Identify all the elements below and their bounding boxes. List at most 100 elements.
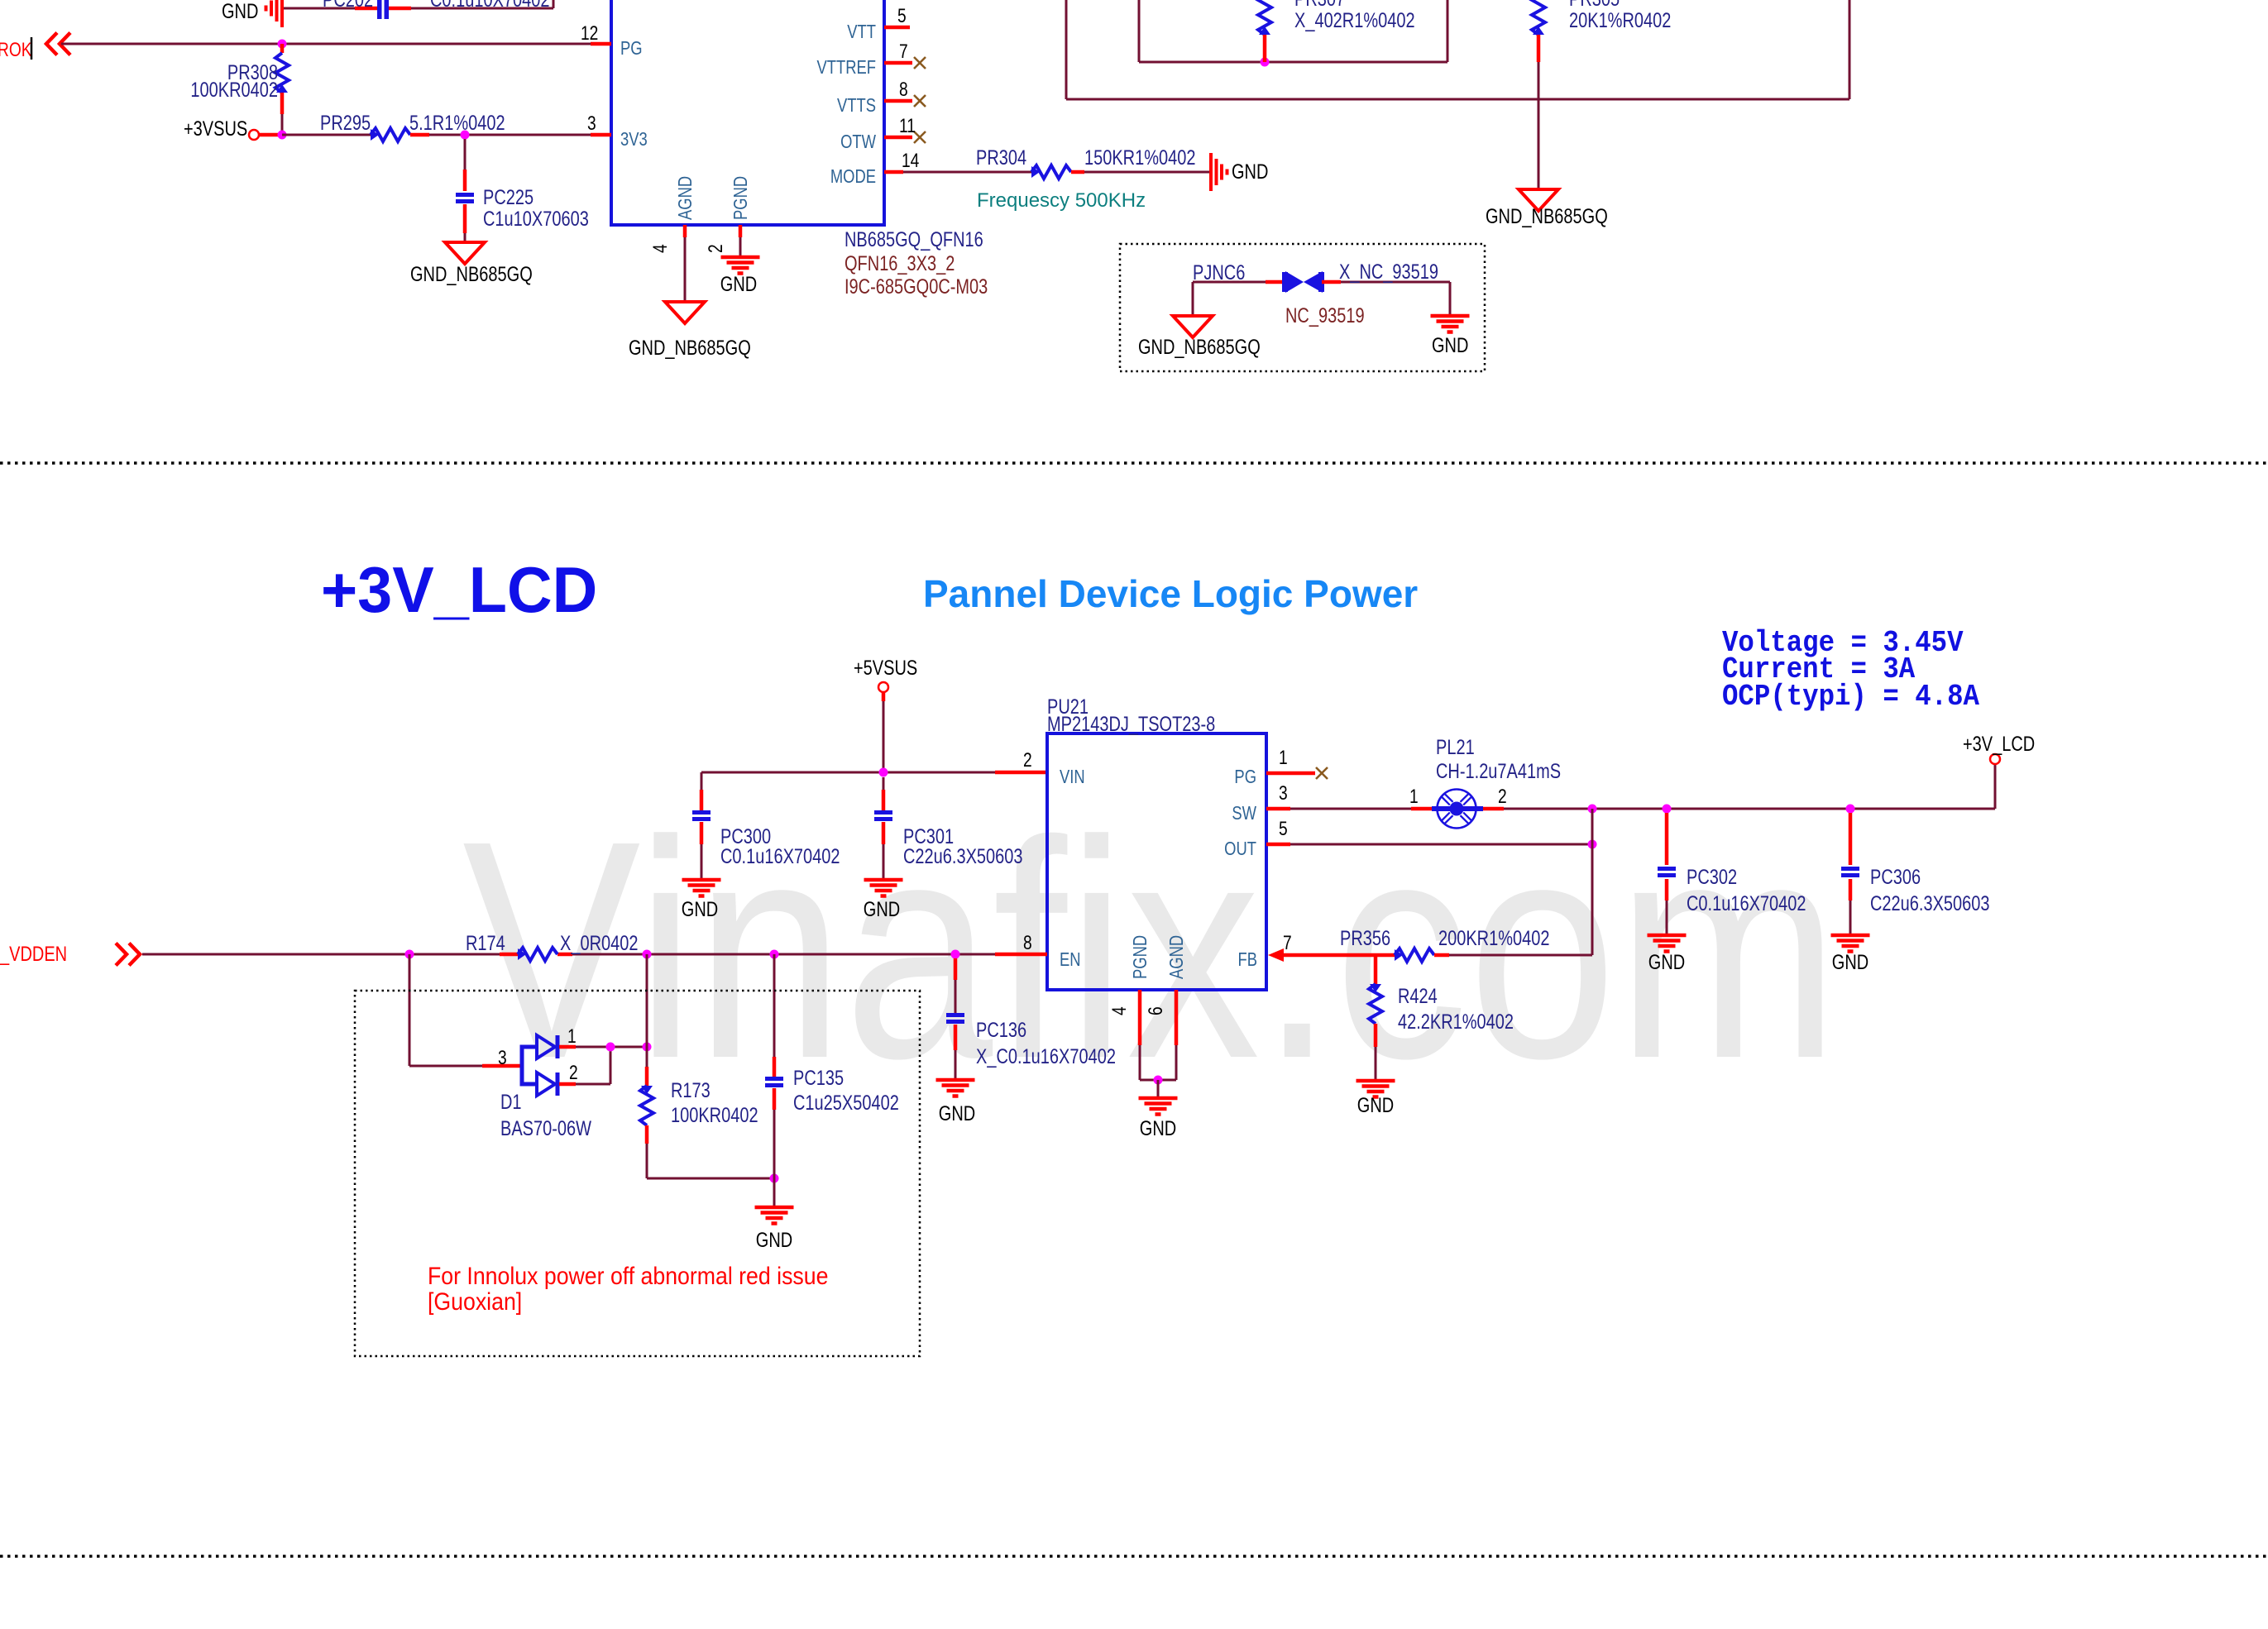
svg-text:C22u6.3X50603: C22u6.3X50603 [903, 845, 1022, 868]
svg-text:AGND: AGND [1166, 935, 1187, 979]
svg-text:FB: FB [1237, 949, 1257, 970]
svg-text:100KR0402: 100KR0402 [190, 79, 278, 102]
svg-text:C0.1u16X70402: C0.1u16X70402 [720, 845, 840, 868]
svg-text:QFN16_3X3_2: QFN16_3X3_2 [845, 252, 955, 275]
svg-text:GND: GND [756, 1229, 792, 1252]
svg-text:SW: SW [1232, 803, 1256, 824]
svg-text:8: 8 [1023, 931, 1032, 954]
svg-text:C0.1u10X70402: C0.1u10X70402 [430, 0, 549, 12]
svg-text:3: 3 [1279, 781, 1288, 805]
svg-text:+5VSUS: +5VSUS [854, 657, 917, 680]
svg-text:+3V_LCD: +3V_LCD [1963, 733, 2035, 756]
svg-text:BAS70-06W: BAS70-06W [500, 1117, 592, 1140]
svg-text:150KR1%0402: 150KR1%0402 [1084, 146, 1195, 170]
svg-text:_VDDEN: _VDDEN [0, 943, 67, 966]
svg-text:C1u25X50402: C1u25X50402 [793, 1092, 899, 1115]
svg-text:4: 4 [1108, 1006, 1131, 1015]
svg-text:EN: EN [1060, 949, 1081, 970]
svg-text:Pannel Device Logic Power: Pannel Device Logic Power [923, 572, 1418, 615]
svg-text:5.1R1%0402: 5.1R1%0402 [409, 112, 505, 135]
svg-text:GND: GND [682, 898, 718, 921]
svg-text:C22u6.3X50603: C22u6.3X50603 [1870, 892, 1989, 915]
svg-text:PC135: PC135 [793, 1067, 844, 1090]
svg-text:NB685GQ_QFN16: NB685GQ_QFN16 [845, 228, 983, 251]
svg-text:1: 1 [567, 1025, 577, 1048]
svg-text:X_C0.1u16X70402: X_C0.1u16X70402 [976, 1045, 1116, 1068]
svg-text:7: 7 [899, 40, 908, 63]
svg-text:C1u10X70603: C1u10X70603 [483, 208, 589, 231]
svg-text:20K1%R0402: 20K1%R0402 [1569, 9, 1671, 32]
svg-text:OCP(typi) = 4.8A: OCP(typi) = 4.8A [1722, 681, 1979, 714]
svg-text:8: 8 [899, 78, 908, 101]
svg-text:R174: R174 [466, 932, 505, 955]
svg-text:OUT: OUT [1224, 838, 1256, 859]
svg-text:5: 5 [897, 4, 907, 27]
svg-text:PGND: PGND [730, 176, 751, 220]
svg-text:NC_93519: NC_93519 [1285, 304, 1365, 327]
svg-text:GND_NB685GQ: GND_NB685GQ [410, 263, 533, 286]
svg-text:X_402R1%0402: X_402R1%0402 [1294, 9, 1415, 32]
svg-text:5: 5 [1279, 817, 1288, 840]
svg-text:OTW: OTW [840, 131, 876, 152]
svg-text:PC202: PC202 [323, 0, 373, 12]
svg-text:GND: GND [1832, 951, 1868, 974]
svg-text:PR308: PR308 [227, 61, 278, 84]
svg-text:PGND: PGND [1130, 935, 1151, 979]
svg-text:X_NC_93519: X_NC_93519 [1339, 260, 1438, 284]
svg-text:PC225: PC225 [483, 186, 534, 209]
svg-text:PG: PG [1234, 767, 1256, 787]
svg-text:GND: GND [720, 273, 757, 296]
svg-text:4: 4 [648, 244, 672, 253]
svg-text:Current = 3A: Current = 3A [1722, 653, 1916, 687]
svg-text:Voltage = 3.45V: Voltage = 3.45V [1722, 627, 1964, 661]
svg-text:2: 2 [1023, 748, 1032, 772]
svg-text:VTTREF: VTTREF [816, 57, 876, 78]
svg-text:1: 1 [1409, 785, 1419, 808]
svg-text:PC300: PC300 [720, 825, 771, 848]
svg-text:PJNC6: PJNC6 [1193, 261, 1245, 284]
svg-text:+3V_LCD: +3V_LCD [321, 554, 597, 626]
svg-text:3: 3 [587, 112, 596, 135]
svg-text:MP2143DJ_TSOT23-8: MP2143DJ_TSOT23-8 [1047, 713, 1215, 736]
svg-text:AGND: AGND [675, 176, 696, 220]
svg-text:R173: R173 [671, 1079, 711, 1102]
svg-text:MODE: MODE [830, 166, 876, 187]
svg-text:Frequescy 500KHz: Frequescy 500KHz [977, 189, 1146, 212]
svg-text:11: 11 [899, 114, 916, 137]
svg-text:VIN: VIN [1060, 767, 1085, 787]
svg-text:GND: GND [1232, 160, 1268, 184]
svg-text:14: 14 [902, 149, 919, 172]
svg-text:ROK: ROK [0, 38, 32, 61]
svg-text:GND: GND [222, 0, 258, 23]
svg-text:For Innolux power off abnormal: For Innolux power off abnormal red issue [428, 1263, 828, 1291]
svg-text:GND: GND [1357, 1094, 1394, 1117]
svg-text:2: 2 [704, 244, 727, 253]
svg-text:7: 7 [1283, 931, 1292, 954]
svg-text:GND: GND [864, 898, 900, 921]
svg-text:VTT: VTT [847, 21, 876, 42]
svg-text:X_0R0402: X_0R0402 [560, 932, 638, 955]
svg-text:GND: GND [1432, 334, 1468, 357]
svg-text:6: 6 [1144, 1006, 1167, 1015]
svg-text:200KR1%0402: 200KR1%0402 [1438, 927, 1549, 950]
svg-text:42.2KR1%0402: 42.2KR1%0402 [1398, 1010, 1514, 1034]
svg-text:GND: GND [1140, 1117, 1176, 1140]
svg-text:GND_NB685GQ: GND_NB685GQ [1138, 336, 1261, 359]
svg-text:C0.1u16X70402: C0.1u16X70402 [1687, 892, 1806, 915]
svg-text:D1: D1 [500, 1091, 522, 1114]
svg-text:3: 3 [498, 1046, 507, 1069]
svg-text:PC306: PC306 [1870, 866, 1921, 889]
svg-text:3V3: 3V3 [620, 129, 648, 150]
svg-text:PG: PG [620, 38, 643, 59]
svg-text:Vinafix.com: Vinafix.com [462, 777, 1840, 1124]
svg-text:2: 2 [569, 1061, 578, 1084]
svg-text:PU21: PU21 [1047, 695, 1089, 719]
svg-text:PC302: PC302 [1687, 866, 1737, 889]
svg-text:2: 2 [1498, 785, 1507, 808]
svg-text:PC136: PC136 [976, 1019, 1026, 1042]
svg-text:PR304: PR304 [976, 146, 1026, 170]
svg-text:GND: GND [1648, 951, 1685, 974]
svg-text:[Guoxian]: [Guoxian] [428, 1288, 522, 1316]
svg-text:PR305: PR305 [1569, 0, 1620, 11]
svg-text:GND_NB685GQ: GND_NB685GQ [629, 337, 751, 360]
